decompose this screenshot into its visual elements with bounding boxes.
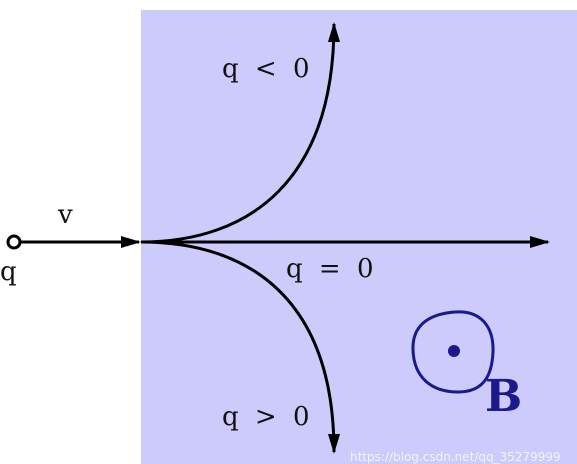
- field-loop-icon: [411, 310, 495, 394]
- charge-particle: [6, 234, 22, 250]
- watermark: https://blog.csdn.net/qq_35279999: [350, 450, 561, 464]
- velocity-label: v: [58, 200, 73, 230]
- charge-label: q: [0, 257, 17, 287]
- field-label: B: [485, 371, 523, 422]
- label-q-negative: q < 0: [222, 54, 314, 84]
- field-dot-icon: [448, 345, 460, 357]
- path-q-negative: [140, 22, 340, 244]
- label-q-zero: q = 0: [286, 254, 378, 284]
- magnetic-field-region: [141, 10, 577, 464]
- path-q-positive: [140, 240, 340, 454]
- label-q-positive: q > 0: [222, 402, 314, 432]
